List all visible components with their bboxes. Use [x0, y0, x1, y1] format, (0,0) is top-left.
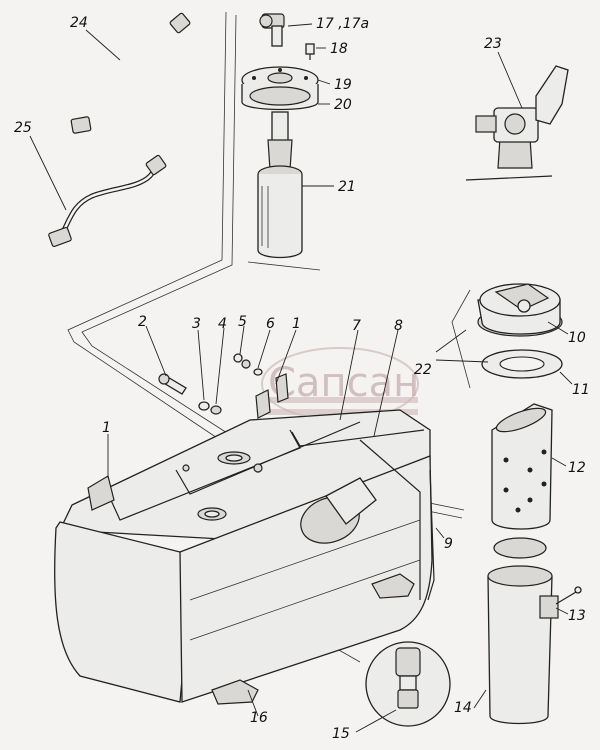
part-23-valve — [465, 65, 569, 181]
label-15: 15 — [332, 726, 350, 742]
label-5: 5 — [238, 314, 247, 330]
part-24-fuel-pipe — [70, 12, 191, 134]
label-20: 20 — [334, 97, 352, 113]
label-18: 18 — [330, 41, 348, 57]
part-labels: 24 25 17 ,17а 18 19 20 21 23 10 11 22 12… — [14, 15, 590, 742]
label-8: 8 — [394, 318, 403, 334]
part-11-gasket — [481, 349, 563, 379]
label-24: 24 — [70, 15, 88, 31]
leader-lines — [29, 23, 573, 733]
label-21: 21 — [338, 179, 356, 195]
label-12: 12 — [568, 460, 586, 476]
label-6: 6 — [266, 316, 275, 332]
label-16: 16 — [250, 710, 268, 726]
label-14: 14 — [454, 700, 472, 716]
label-22: 22 — [414, 362, 432, 378]
label-9: 9 — [444, 536, 453, 552]
fuel-level-sensor — [241, 13, 319, 259]
part-10-filler-cap — [477, 283, 563, 337]
watermark-text: Сапсан — [268, 360, 419, 406]
part-15-drain-plug — [365, 641, 451, 727]
label-1-top: 1 — [292, 316, 301, 332]
part-12-filter — [491, 403, 553, 559]
label-10: 10 — [568, 330, 586, 346]
part-25-fuel-pipe — [48, 154, 167, 248]
label-7: 7 — [352, 318, 361, 334]
label-4: 4 — [218, 316, 227, 332]
label-25: 25 — [14, 120, 32, 136]
label-3: 3 — [192, 316, 201, 332]
label-23: 23 — [484, 36, 502, 52]
label-17: 17 ,17а — [316, 16, 369, 32]
label-2: 2 — [138, 314, 147, 330]
label-11: 11 — [572, 382, 590, 398]
hardware-2-6 — [158, 353, 263, 415]
label-19: 19 — [334, 77, 352, 93]
label-13: 13 — [568, 608, 586, 624]
fuel-tank — [54, 373, 435, 705]
label-1-left: 1 — [102, 420, 111, 436]
part-14-filler-neck — [487, 565, 582, 725]
